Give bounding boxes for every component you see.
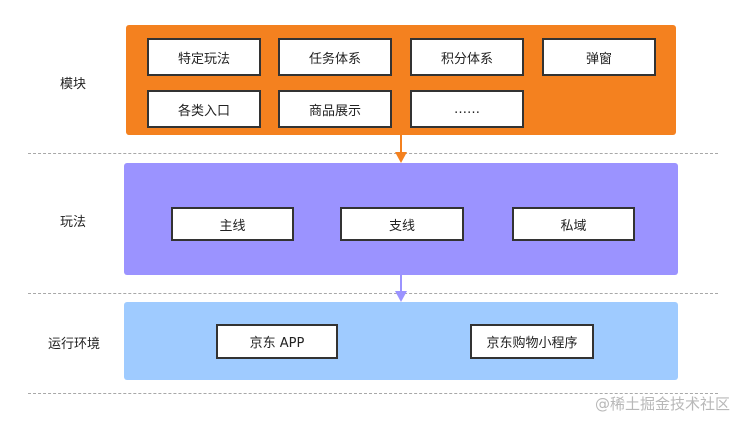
play-item-private-domain: 私域 [512,207,635,241]
layer-label-module: 模块 [60,77,87,92]
module-item-entrances: 各类入口 [147,90,261,128]
play-layer-panel: 主线 支线 私域 [124,163,678,275]
layer-label-play: 玩法 [60,215,87,230]
runtime-layer-panel: 京东 APP 京东购物小程序 [124,302,678,380]
runtime-item-jd-app: 京东 APP [216,324,338,359]
module-item-points-system: 积分体系 [410,38,524,76]
module-layer-panel: 特定玩法 任务体系 积分体系 弹窗 各类入口 商品展示 …… [126,25,676,135]
module-item-popup: 弹窗 [542,38,656,76]
layer-label-runtime: 运行环境 [48,337,101,352]
play-item-main-line: 主线 [171,207,294,241]
watermark: @稀土掘金技术社区 [594,395,730,413]
runtime-item-jd-mini-program: 京东购物小程序 [470,324,594,359]
module-item-more: …… [410,90,524,128]
divider-play-runtime [28,293,718,294]
module-item-task-system: 任务体系 [278,38,392,76]
arrow-module-to-play [395,135,407,163]
module-item-special-play: 特定玩法 [147,38,261,76]
module-item-product-display: 商品展示 [278,90,392,128]
divider-module-play [28,153,718,154]
arrow-play-to-runtime [395,275,407,302]
play-item-side-line: 支线 [340,207,464,241]
divider-bottom [28,393,718,394]
